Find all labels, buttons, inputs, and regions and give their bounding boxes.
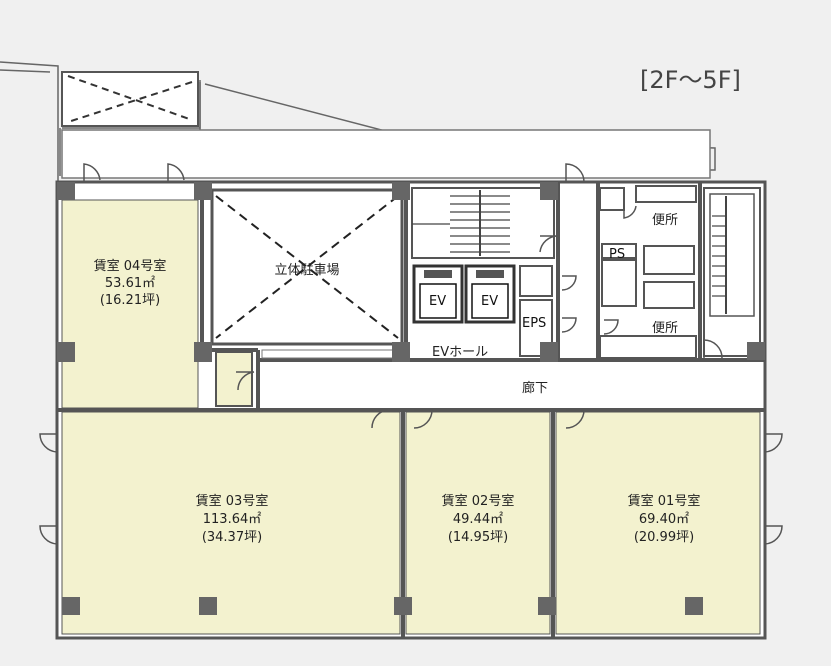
doors <box>39 163 783 545</box>
floor-range-title: [2F〜5F] <box>640 66 741 94</box>
parking-sill <box>261 349 403 359</box>
room-03 <box>61 411 401 635</box>
room-02-name: 賃室 02号室 <box>442 493 515 509</box>
ev-1-label: EV <box>429 294 446 309</box>
toilet-lower-label: 便所 <box>652 321 678 336</box>
room-01 <box>555 411 761 635</box>
room-03-area: 113.64㎡ <box>203 512 262 527</box>
parking-label: 立体駐車場 <box>274 263 339 278</box>
parking-void-cross <box>215 195 399 339</box>
room-03-name: 賃室 03号室 <box>196 493 269 509</box>
room-04-area: 53.61㎡ <box>105 276 155 291</box>
room-04-name: 賃室 04号室 <box>94 258 167 274</box>
corridor-label: 廊下 <box>522 380 548 396</box>
room-01-label: 賃室 01号室 69.40㎡ (20.99坪) <box>628 493 701 545</box>
room-02 <box>405 411 551 635</box>
room-04-label: 賃室 04号室 53.61㎡ (16.21坪) <box>94 258 167 308</box>
room-01-name: 賃室 01号室 <box>628 493 701 509</box>
parking-area <box>210 188 404 346</box>
room-02-area: 49.44㎡ <box>453 512 503 527</box>
room-01-tsubo: (20.99坪) <box>634 530 694 545</box>
ps-label: PS <box>609 247 625 262</box>
room-03-label: 賃室 03号室 113.64㎡ (34.37坪) <box>196 493 269 545</box>
room-04 <box>61 199 199 409</box>
elevator-shafts <box>412 264 516 324</box>
balcony-void-cross <box>67 75 193 123</box>
balcony-area <box>61 129 711 179</box>
toilet-upper-label: 便所 <box>652 213 678 228</box>
room-01-area: 69.40㎡ <box>639 512 689 527</box>
small-storage <box>215 351 253 407</box>
toilet-area <box>599 185 697 359</box>
pillars <box>57 182 765 615</box>
interior-walls <box>57 182 765 638</box>
ev-hall-label: EVホール <box>432 345 488 360</box>
room-02-tsubo: (14.95坪) <box>448 530 508 545</box>
room-03-tsubo: (34.37坪) <box>202 530 262 545</box>
stair-center <box>411 187 555 259</box>
room-02-label: 賃室 02号室 49.44㎡ (14.95坪) <box>442 493 515 545</box>
eps-upper-box <box>519 265 553 297</box>
eps-label: EPS <box>522 316 546 331</box>
room-04-tsubo: (16.21坪) <box>100 293 160 308</box>
ev-2-label: EV <box>481 294 498 309</box>
stair-right <box>703 187 761 357</box>
